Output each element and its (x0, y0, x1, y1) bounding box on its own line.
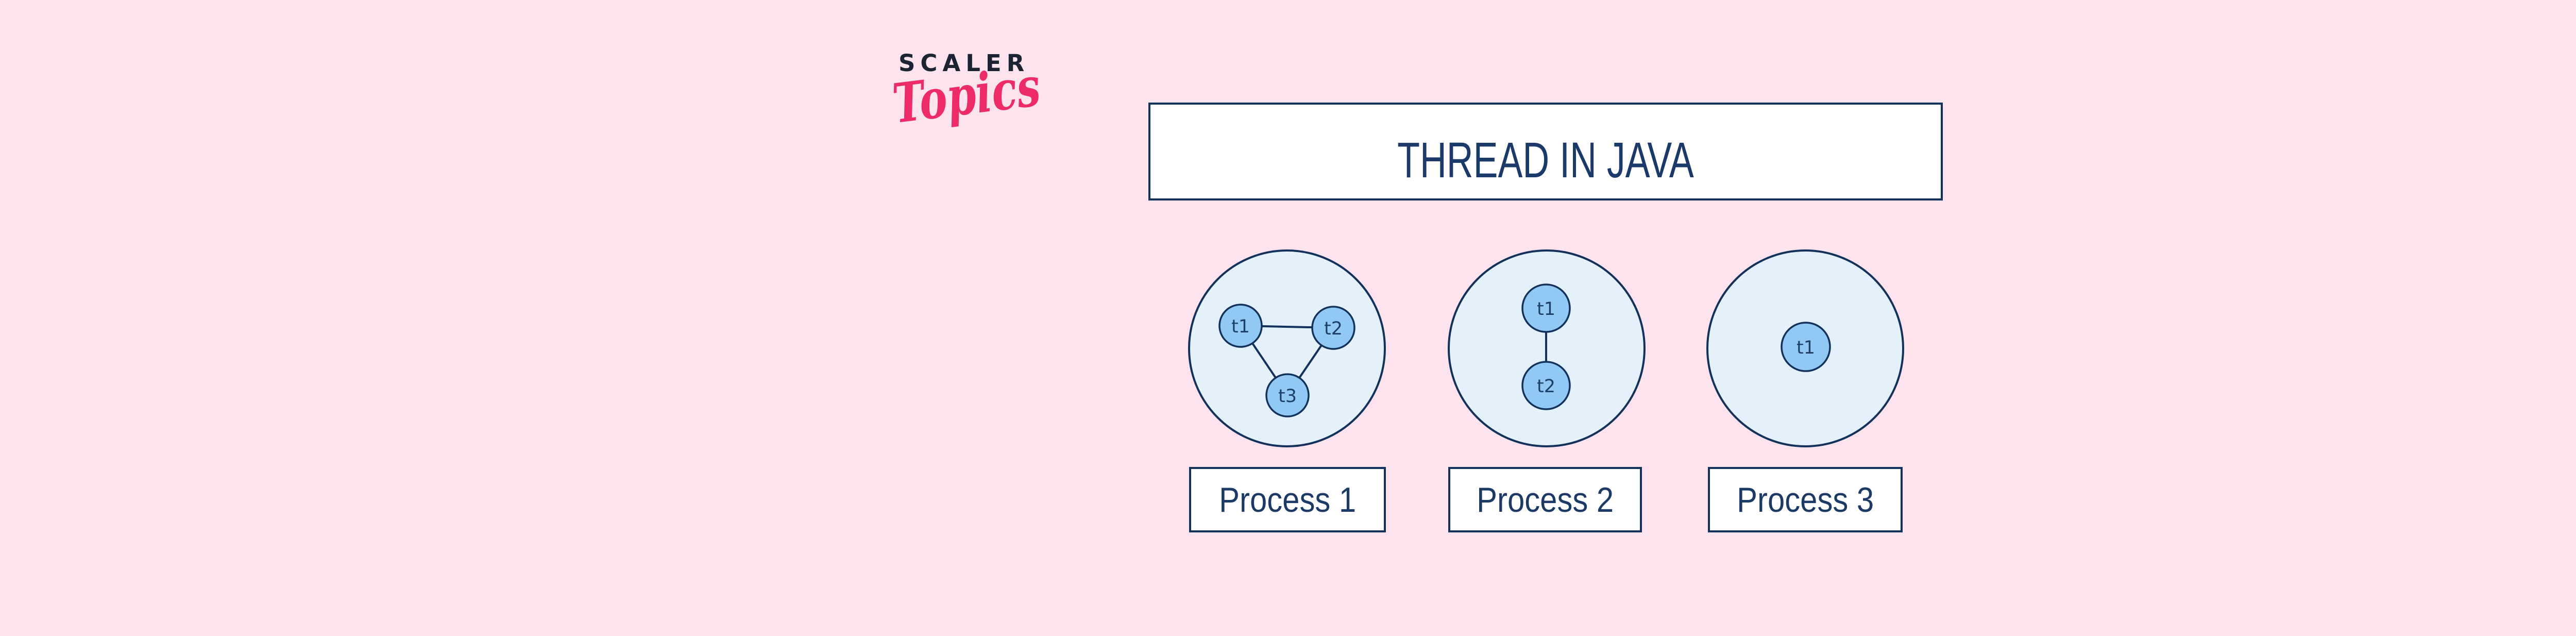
thread-circle-t1 (1218, 304, 1263, 348)
thread-label-t2: t2 (1324, 319, 1343, 339)
process-2-label-box: Process 2 (1448, 467, 1642, 532)
logo-scaler-text: SCALER (899, 49, 1030, 77)
process-2-diagram: t1 t2 (1448, 249, 1646, 447)
thread-label-t1: t1 (1537, 299, 1555, 320)
process-1-label: Process 1 (1218, 480, 1357, 520)
page-title: THREAD IN JAVA (1397, 132, 1694, 188)
process-3-diagram: t1 (1706, 249, 1904, 447)
thread-label-t2: t2 (1537, 376, 1555, 397)
process-1-diagram: t1 t2 t3 (1188, 249, 1386, 447)
thread-label-t1: t1 (1797, 338, 1815, 358)
process-1-circle (1188, 249, 1386, 447)
thread-circle-t2 (1311, 306, 1355, 350)
process-2-label: Process 2 (1476, 480, 1614, 520)
thread-circle-t2 (1521, 361, 1571, 410)
process-1-label-box: Process 1 (1189, 467, 1386, 532)
thread-label-t1: t1 (1231, 316, 1250, 337)
process-3-label: Process 3 (1736, 480, 1874, 520)
scaler-topics-logo: SCALER Topics (889, 49, 1044, 153)
title-box: THREAD IN JAVA (1148, 103, 1943, 200)
thread-circle-t1 (1781, 322, 1831, 372)
thread-label-t3: t3 (1278, 386, 1297, 407)
thread-circle-t3 (1265, 373, 1310, 417)
thread-circle-t1 (1521, 283, 1571, 333)
process-3-label-box: Process 3 (1708, 467, 1903, 532)
